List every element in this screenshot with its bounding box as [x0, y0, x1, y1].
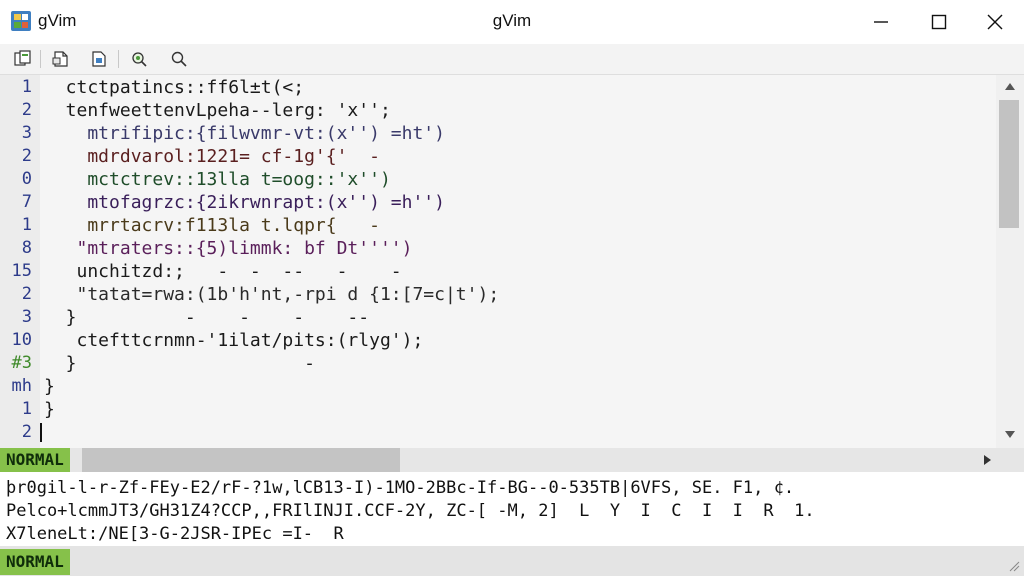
line-number: 1 [21, 215, 32, 235]
code-line: mtrifipic:{filwvmr-vt:(x'') =ht') [44, 123, 445, 144]
find-button[interactable] [128, 48, 150, 70]
command-output-line: X7leneLt:/NE[3-G-2JSR-IPEc =I- R [6, 524, 344, 544]
line-number: 7 [21, 192, 32, 212]
code-line: "tatat=rwa:(1b'h'nt,-rpi d {1:[7=c|t'); [44, 284, 500, 305]
new-window-icon [14, 50, 31, 66]
status-bar: NORMAL [0, 448, 1024, 472]
code-line: unchitzd:; - - -- - - [44, 261, 402, 282]
line-number: 1 [21, 399, 32, 419]
code-line: } - [44, 353, 315, 374]
scroll-up-icon[interactable] [1004, 81, 1016, 91]
line-number: 15 [11, 261, 32, 281]
line-number: 3 [21, 307, 32, 327]
close-icon [987, 14, 1003, 30]
search-button[interactable] [168, 48, 190, 70]
app-name: gVim [38, 11, 77, 30]
line-number: 8 [21, 238, 32, 258]
code-line: ctefttcrnmn-'1ilat/pits:(rlyg'); [44, 330, 424, 351]
command-output-line: þr0gil-l-r-Zf-FEy-E2/rF-?1w,lCB13-I)-1MO… [6, 478, 795, 498]
maximize-button[interactable] [916, 0, 962, 44]
title-bar: gVim gVim [0, 0, 1024, 45]
code-line: "mtraters::{5)limmk: bf Dt'''') [44, 238, 413, 259]
save-file-icon [92, 51, 106, 67]
command-output-line: Pelco+lcmmJT3/GH31Z4?CCP,,FRIlINJI.CCF-2… [6, 501, 815, 521]
scroll-down-icon[interactable] [1004, 430, 1016, 440]
new-window-button[interactable] [12, 48, 34, 70]
search-icon [171, 51, 187, 67]
scrollbar-thumb[interactable] [999, 100, 1019, 228]
bottom-mode-indicator: NORMAL [0, 549, 70, 575]
mode-indicator: NORMAL [0, 448, 70, 472]
code-line: tenfweettenvLpeha--lerg: 'x''; [44, 100, 391, 121]
line-number: 2 [21, 100, 32, 120]
minimize-icon [874, 21, 888, 23]
find-icon [132, 52, 147, 67]
maximize-icon [931, 14, 947, 30]
code-line: mdrdvarol:1221= cf-1g'{' - [44, 146, 380, 167]
line-number: 2 [21, 146, 32, 166]
open-file-button[interactable] [50, 48, 72, 70]
close-button[interactable] [972, 0, 1018, 44]
line-number: 3 [21, 123, 32, 143]
code-line: ctctpatincs::ff6l±t(<; [44, 77, 305, 98]
scroll-right-icon[interactable] [982, 454, 992, 466]
line-number: #3 [11, 353, 32, 373]
toolbar-separator [118, 50, 119, 68]
vertical-scrollbar[interactable] [996, 75, 1024, 448]
toolbar-separator [40, 50, 41, 68]
line-number: mh [11, 376, 32, 396]
code-line: } [44, 399, 55, 420]
line-number: 10 [11, 330, 32, 350]
horizontal-scrollbar[interactable] [82, 448, 400, 472]
line-number: 2 [21, 284, 32, 304]
text-cursor [40, 423, 42, 442]
line-number: 2 [21, 422, 32, 442]
code-line: mtofagrzc:{2ikrwnrapt:(x'') =h'') [44, 192, 445, 213]
gvim-logo-icon [11, 11, 31, 31]
editor-text-area[interactable]: 1 ctctpatincs::ff6l±t(<;2 tenfweettenvLp… [0, 75, 996, 448]
save-file-button[interactable] [88, 48, 110, 70]
toolbar [0, 44, 1024, 75]
line-number: 1 [21, 77, 32, 97]
line-number-gutter [0, 75, 40, 448]
line-number: 0 [21, 169, 32, 189]
code-line: mctctrev::13lla t=oog::'x'') [44, 169, 391, 190]
open-file-icon [52, 51, 68, 67]
resize-grip-icon[interactable] [1008, 560, 1020, 572]
minimize-button[interactable] [858, 0, 904, 44]
code-line: } - - - -- [44, 307, 370, 328]
command-line[interactable]: NORMAL [0, 546, 1024, 576]
code-line: } [44, 376, 55, 397]
code-line: mrrtacrv:f113la t.lqpr{ - [44, 215, 380, 236]
